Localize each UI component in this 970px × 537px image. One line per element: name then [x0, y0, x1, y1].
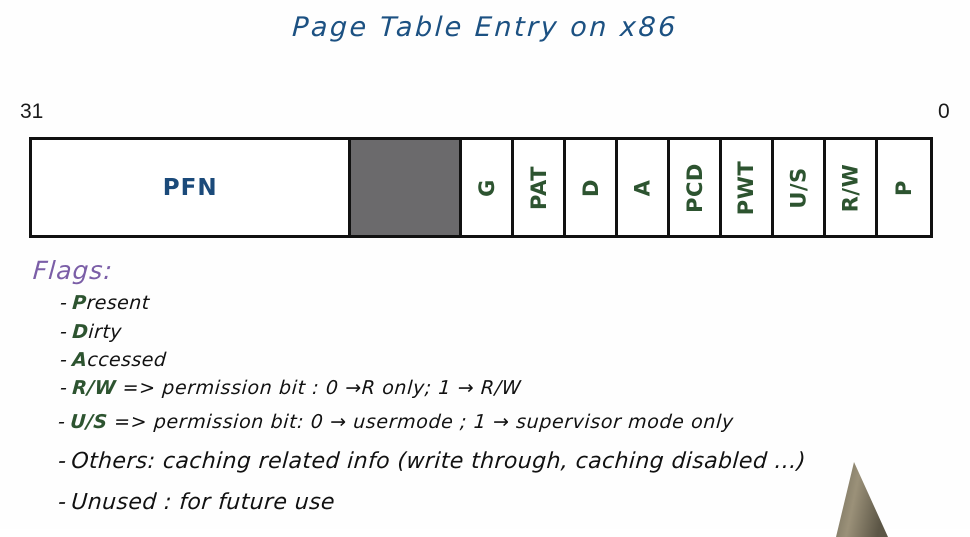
bitfield-cell-d: D — [566, 140, 619, 235]
flags-notes-block: Flags: -Present -Dirty -Accessed -R/W =>… — [0, 246, 970, 529]
flags-heading: Flags: — [31, 256, 114, 285]
note-accent-present: P — [71, 292, 88, 314]
bitfield-label-pcd: PCD — [682, 162, 707, 213]
page-table-entry-bitfield: PFN G PAT D A PCD PWT U/S R/W P — [29, 137, 933, 238]
note-text-rw: => permission bit : 0 →R only; 1 → R/W — [115, 377, 522, 399]
note-text-present: resent — [85, 292, 151, 314]
note-text-dirty: irty — [87, 321, 123, 343]
bitfield-label-pwt: PWT — [734, 160, 759, 215]
note-line-unused: -Unused : for future use — [57, 490, 336, 515]
note-line-present: -Present — [59, 292, 151, 314]
bullet-dash: - — [57, 490, 68, 515]
bitfield-cell-pat: PAT — [514, 140, 567, 235]
bit-index-high: 31 — [20, 100, 44, 123]
note-text-accessed: ccessed — [86, 349, 168, 371]
bitfield-label-pat: PAT — [526, 165, 551, 210]
note-line-rw: -R/W => permission bit : 0 →R only; 1 → … — [59, 377, 522, 399]
bitfield-cell-rw: R/W — [826, 140, 879, 235]
bitfield-label-a: A — [630, 179, 655, 196]
note-line-us: -U/S => permission bit: 0 → usermode ; 1… — [57, 411, 735, 433]
note-accent-us: U/S — [69, 411, 109, 433]
bitfield-cell-pwt: PWT — [722, 140, 775, 235]
bitfield-label-d: D — [578, 178, 603, 197]
bullet-dash: - — [59, 292, 69, 314]
bullet-dash: - — [57, 411, 67, 433]
page-title: Page Table Entry on x86 — [291, 12, 679, 43]
bullet-dash: - — [57, 449, 68, 474]
bitfield-label-p: P — [892, 179, 917, 196]
bullet-dash: - — [59, 377, 69, 399]
bit-index-low: 0 — [938, 100, 950, 123]
bitfield-label-rw: R/W — [838, 163, 863, 212]
bitfield-label-us: U/S — [786, 166, 811, 209]
bitfield-cell-p: P — [878, 140, 930, 235]
bullet-dash: - — [59, 349, 69, 371]
bullet-dash: - — [59, 321, 69, 343]
note-text-unused: Unused : for future use — [70, 490, 336, 515]
bitfield-cell-a: A — [618, 140, 671, 235]
bitfield-cell-us: U/S — [774, 140, 827, 235]
note-line-others: -Others: caching related info (write thr… — [57, 449, 807, 474]
note-accent-rw: R/W — [71, 377, 117, 399]
bitfield-cell-pcd: PCD — [670, 140, 723, 235]
note-line-accessed: -Accessed — [59, 349, 168, 371]
bitfield-cell-pfn: PFN — [32, 140, 352, 235]
note-text-us: => permission bit: 0 → usermode ; 1 → su… — [106, 411, 735, 433]
note-text-others: Others: caching related info (write thro… — [70, 449, 807, 474]
note-line-dirty: -Dirty — [59, 321, 123, 343]
bitfield-label-g: G — [474, 178, 499, 197]
bitfield-cell-unused — [351, 140, 463, 235]
bitfield-cell-g: G — [462, 140, 515, 235]
bitfield-label-pfn: PFN — [162, 174, 218, 201]
